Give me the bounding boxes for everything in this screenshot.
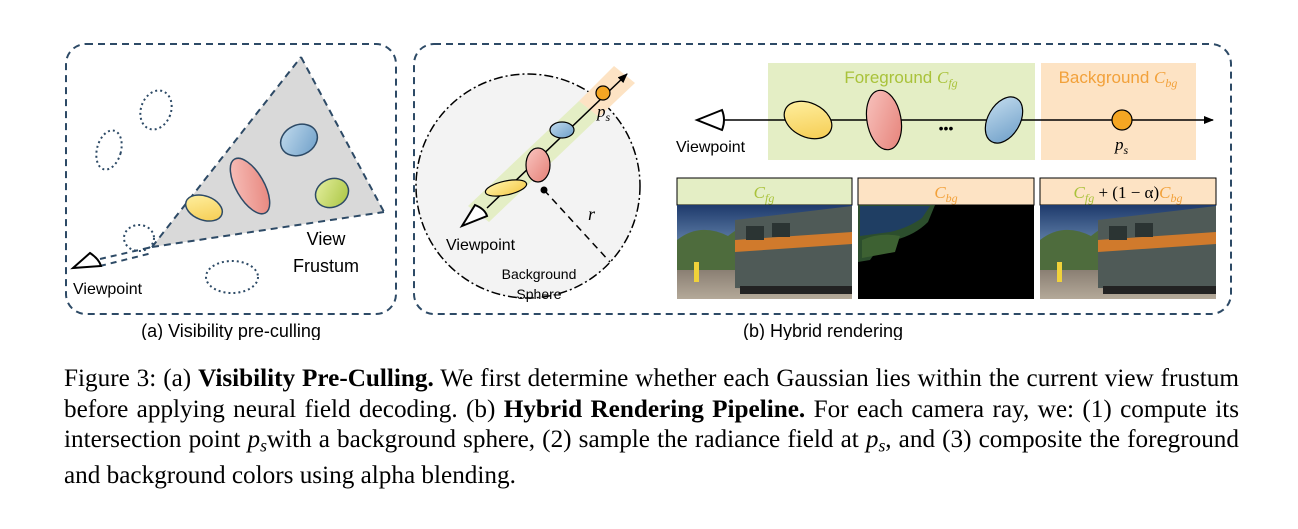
gaussian-blue: [279, 123, 319, 157]
viewpoint-label-a: Viewpoint: [73, 281, 143, 298]
panel-b-border: [413, 43, 1232, 315]
panel-b: ps r Viewpoint Background Sphere Foregro…: [413, 43, 1232, 340]
culled-gaussian: [123, 224, 155, 252]
caption-b-text3: , and (3) composite the foreground and b…: [64, 426, 1239, 489]
sphere-label-line2: Sphere: [516, 286, 561, 302]
caption-a-text: We first determine whether each Gaussian…: [64, 365, 1239, 423]
caption-math-ps-2: ps: [865, 426, 886, 456]
radius-label: r: [588, 204, 596, 224]
panel-a-border: [65, 43, 397, 315]
radius-line: [543, 189, 611, 263]
intersection-point: [595, 85, 611, 101]
frustum-edge-far: [300, 56, 385, 213]
render-panel-background: Cbg: [857, 177, 1035, 299]
ray-diagram: Foreground Cfg Background Cbg ••• ps Vie…: [676, 63, 1214, 160]
viewpoint-label-b-right: Viewpoint: [676, 139, 746, 156]
caption-math-ps: ps: [247, 426, 267, 456]
frustum-edge-lower: [151, 211, 385, 248]
background-sphere-diagram: ps r Viewpoint Background Sphere: [415, 66, 641, 302]
caption-a-title: Visibility Pre-Culling.: [198, 365, 434, 392]
camera-icon: [694, 108, 725, 132]
caption-b-text1: For each camera ray, we: (1) compute its…: [64, 395, 1239, 454]
figure-caption: Figure 3: (a) Visibility Pre-Culling. We…: [64, 364, 1239, 491]
point-label-left: ps: [596, 102, 611, 124]
point-label-right: ps: [1114, 135, 1129, 157]
ellipsis: •••: [939, 120, 954, 136]
figure-3: Viewpoint View Frustum (a) Visibility pr…: [65, 43, 1232, 340]
gaussian-yellow: [783, 100, 833, 140]
render-label-foreground: Cfg: [754, 183, 775, 205]
viewpoint-label-b-left: Viewpoint: [446, 237, 516, 254]
gaussian-yellow: [184, 194, 224, 222]
caption-a-marker: (a): [163, 365, 199, 392]
gaussian-red: [865, 89, 903, 151]
render-label-composite: Cfg + (1 − α)Cbg: [1074, 183, 1183, 205]
caption-b-text2: with a background sphere, (2) sample the…: [266, 426, 866, 453]
render-image-foreground: [677, 205, 852, 299]
foreground-label: Foreground Cfg: [844, 68, 957, 90]
gaussian-yellow: [484, 179, 528, 197]
frustum-label-line1: View: [307, 229, 347, 249]
sphere-label-line1: Background: [502, 266, 577, 282]
camera-icon: [459, 203, 489, 229]
culled-gaussian: [139, 89, 173, 131]
subcaption-b: (b) Hybrid rendering: [743, 321, 903, 340]
panel-a: Viewpoint View Frustum (a) Visibility pr…: [65, 43, 397, 340]
frustum-label-line2: Frustum: [293, 256, 359, 276]
render-image-composite: [1040, 205, 1216, 299]
render-label-background: Cbg: [934, 183, 957, 205]
caption-label: Figure 3:: [64, 365, 164, 392]
render-image-background: [858, 205, 1034, 299]
culled-gaussian: [205, 260, 259, 294]
gaussian-blue: [984, 96, 1024, 144]
view-frustum: [152, 57, 384, 247]
caption-b-marker: (b): [465, 395, 504, 423]
render-panel-composite: Cfg + (1 − α)Cbg: [1039, 177, 1217, 299]
render-header-foreground: [676, 177, 853, 206]
caption-b-title: Hybrid Rendering Pipeline.: [503, 395, 806, 423]
camera-icon: [70, 251, 103, 270]
gaussian-blue: [549, 121, 575, 139]
culled-gaussian: [95, 129, 123, 171]
gaussian-red: [525, 147, 551, 183]
frustum-near-lower: [99, 252, 153, 267]
subcaption-a: (a) Visibility pre-culling: [141, 321, 321, 340]
gaussian-green: [314, 177, 350, 209]
frustum-near-upper: [99, 246, 153, 260]
intersection-point: [1111, 109, 1133, 131]
render-header-composite: [1039, 177, 1217, 206]
background-label: Background Cbg: [1059, 68, 1178, 90]
render-panel-foreground: Cfg: [676, 177, 853, 299]
frustum-edge-upper: [151, 56, 302, 248]
gaussian-red: [229, 157, 271, 215]
